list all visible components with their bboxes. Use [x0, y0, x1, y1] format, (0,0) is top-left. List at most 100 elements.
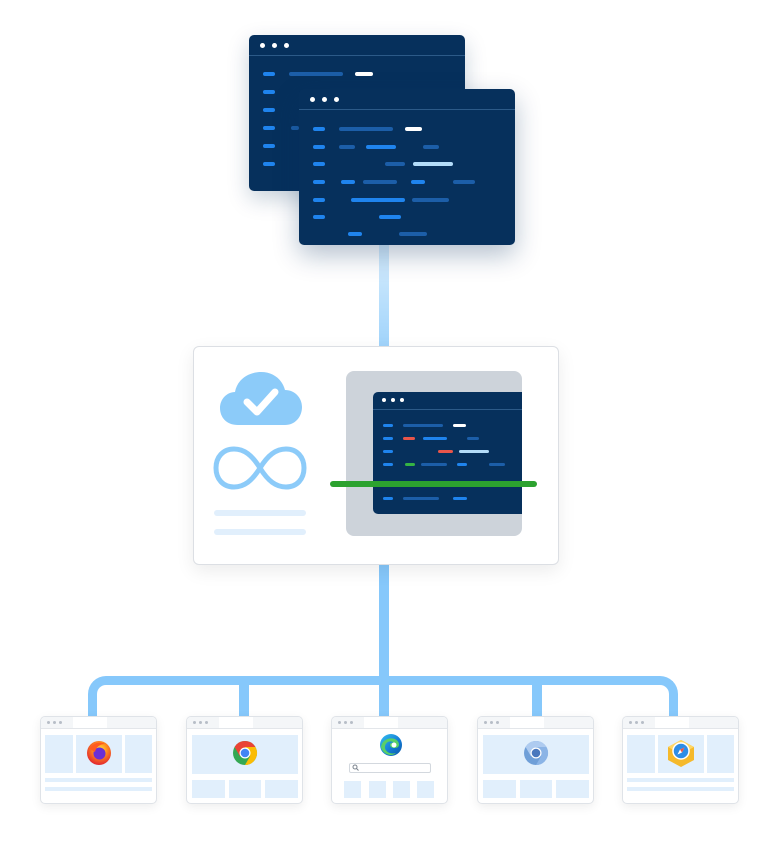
page-tile: [393, 781, 410, 798]
window-dot: [641, 721, 644, 724]
code-line: [383, 463, 393, 466]
code-line: [263, 72, 275, 76]
window-dot: [338, 721, 341, 724]
page-card: [520, 780, 552, 798]
page-card: [229, 780, 261, 798]
page-footer: [45, 787, 152, 791]
code-line: [383, 424, 393, 427]
window-dot: [496, 721, 499, 724]
window-dot: [59, 721, 62, 724]
code-line: [263, 162, 275, 166]
browser-toolbar: [623, 717, 738, 729]
window-dot: [284, 43, 289, 48]
code-line: [351, 198, 405, 202]
window-dot: [334, 97, 339, 102]
window-dot: [391, 398, 395, 402]
code-line: [263, 126, 275, 130]
code-line: [263, 108, 275, 112]
browser-chrome: [186, 716, 303, 804]
test-scan-line: [330, 481, 537, 487]
code-line-error: [438, 450, 453, 453]
window-titlebar: [249, 35, 465, 56]
code-line: [413, 162, 453, 166]
window-dot: [53, 721, 56, 724]
window-dot: [484, 721, 487, 724]
page-card: [265, 780, 298, 798]
page-sidebar: [707, 735, 734, 773]
infinity-icon: [213, 446, 307, 490]
code-preview-frame: [346, 371, 522, 536]
code-line: [313, 162, 325, 166]
code-line: [385, 162, 405, 166]
code-line: [383, 497, 393, 500]
browser-tab: [219, 717, 253, 728]
code-line: [339, 145, 355, 149]
code-line: [453, 180, 475, 184]
connector-branch-4: [532, 680, 542, 718]
connector-code-to-pipeline: [379, 244, 389, 348]
code-line: [313, 215, 325, 219]
browser-tab: [364, 717, 398, 728]
page-sidebar: [45, 735, 73, 773]
window-dot: [350, 721, 353, 724]
code-line: [453, 497, 467, 500]
window-dot: [382, 398, 386, 402]
panel-text-line: [214, 529, 306, 535]
code-line: [313, 127, 325, 131]
code-line: [355, 72, 373, 76]
chrome-icon: [233, 741, 258, 765]
window-dot: [490, 721, 493, 724]
connector-pipeline-to-browsers: [379, 562, 389, 718]
browser-toolbar: [478, 717, 593, 729]
firefox-icon: [87, 741, 111, 765]
code-line: [363, 180, 397, 184]
window-dot: [47, 721, 50, 724]
code-line: [421, 463, 447, 466]
window-titlebar: [299, 89, 515, 110]
page-tile: [344, 781, 361, 798]
code-line: [339, 127, 393, 131]
code-line: [412, 198, 449, 202]
code-line: [453, 424, 466, 427]
page-card: [192, 780, 225, 798]
code-line: [263, 90, 275, 94]
page-footer: [45, 778, 152, 782]
window-dot: [205, 721, 208, 724]
code-line: [411, 180, 425, 184]
code-line: [379, 215, 401, 219]
window-titlebar: [373, 392, 522, 410]
panel-text-line: [214, 510, 306, 516]
page-tile: [417, 781, 434, 798]
page-footer: [627, 787, 734, 791]
browser-chromium: [477, 716, 594, 804]
cloud-check-icon: [220, 372, 302, 425]
code-line: [263, 144, 275, 148]
browser-tab: [73, 717, 107, 728]
code-line: [383, 437, 393, 440]
browser-tab: [655, 717, 689, 728]
page-card: [483, 780, 516, 798]
code-line: [423, 437, 447, 440]
search-icon: [352, 764, 359, 771]
code-line: [289, 72, 343, 76]
browser-tab: [510, 717, 544, 728]
browser-toolbar: [41, 717, 156, 729]
code-window-under-test: [373, 392, 522, 514]
page-card: [556, 780, 589, 798]
code-line: [489, 463, 505, 466]
connector-branch-2: [239, 680, 249, 718]
code-line: [403, 497, 439, 500]
code-line: [399, 232, 427, 236]
code-line: [383, 450, 393, 453]
window-dot: [344, 721, 347, 724]
code-line: [423, 145, 439, 149]
browser-edge: [331, 716, 448, 804]
code-line: [313, 180, 325, 184]
code-line: [467, 437, 479, 440]
edge-icon: [380, 734, 402, 756]
browser-toolbar: [332, 717, 447, 729]
safari-webkit-icon: [668, 740, 694, 767]
code-line-error: [403, 437, 415, 440]
page-sidebar: [125, 735, 152, 773]
